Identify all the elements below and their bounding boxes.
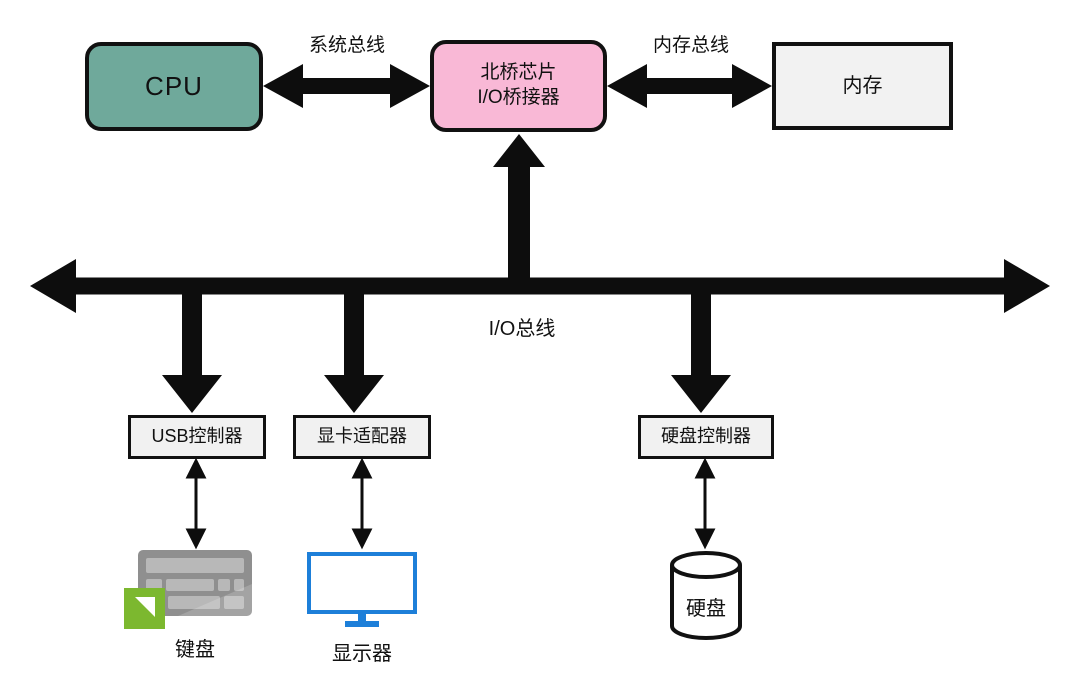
northbridge-io-arrow: [493, 134, 545, 279]
memory-label: 内存: [842, 75, 883, 97]
usb-keyboard-arrow: [185, 457, 207, 550]
system-bus-label: 系统总线: [308, 35, 385, 56]
usb-controller-label: USB控制器: [151, 426, 243, 447]
keyboard-label: 键盘: [175, 639, 215, 661]
gfx-drop-arrow: [324, 294, 384, 413]
memory-box: 内存: [772, 42, 953, 130]
system-bus-arrow: [263, 64, 430, 108]
disk-controller-label: 硬盘控制器: [661, 426, 751, 447]
hdd-disk-arrow: [694, 457, 716, 550]
monitor-label: 显示器: [332, 643, 392, 665]
io-bus-arrow: [30, 259, 1050, 313]
cpu-box: CPU: [85, 42, 263, 131]
monitor-icon: [307, 552, 417, 627]
cpu-label: CPU: [145, 70, 203, 101]
hdd-drop-arrow: [671, 294, 731, 413]
graphics-adapter-box: 显卡适配器: [293, 415, 431, 459]
usb-controller-box: USB控制器: [128, 415, 266, 459]
memory-bus-label: 内存总线: [652, 35, 729, 56]
northbridge-box: 北桥芯片 I/O桥接器: [430, 40, 607, 132]
graphics-adapter-label: 显卡适配器: [317, 426, 407, 447]
disk-icon: 硬盘: [670, 551, 742, 640]
disk-label: 硬盘: [686, 597, 726, 620]
usb-drop-arrow: [162, 294, 222, 413]
gfx-monitor-arrow: [351, 457, 373, 550]
keyboard-icon: [124, 550, 252, 629]
io-bus-label: I/O总线: [488, 318, 556, 340]
northbridge-label: 北桥芯片 I/O桥接器: [477, 62, 560, 108]
disk-controller-box: 硬盘控制器: [638, 415, 774, 459]
memory-bus-arrow: [607, 64, 772, 108]
